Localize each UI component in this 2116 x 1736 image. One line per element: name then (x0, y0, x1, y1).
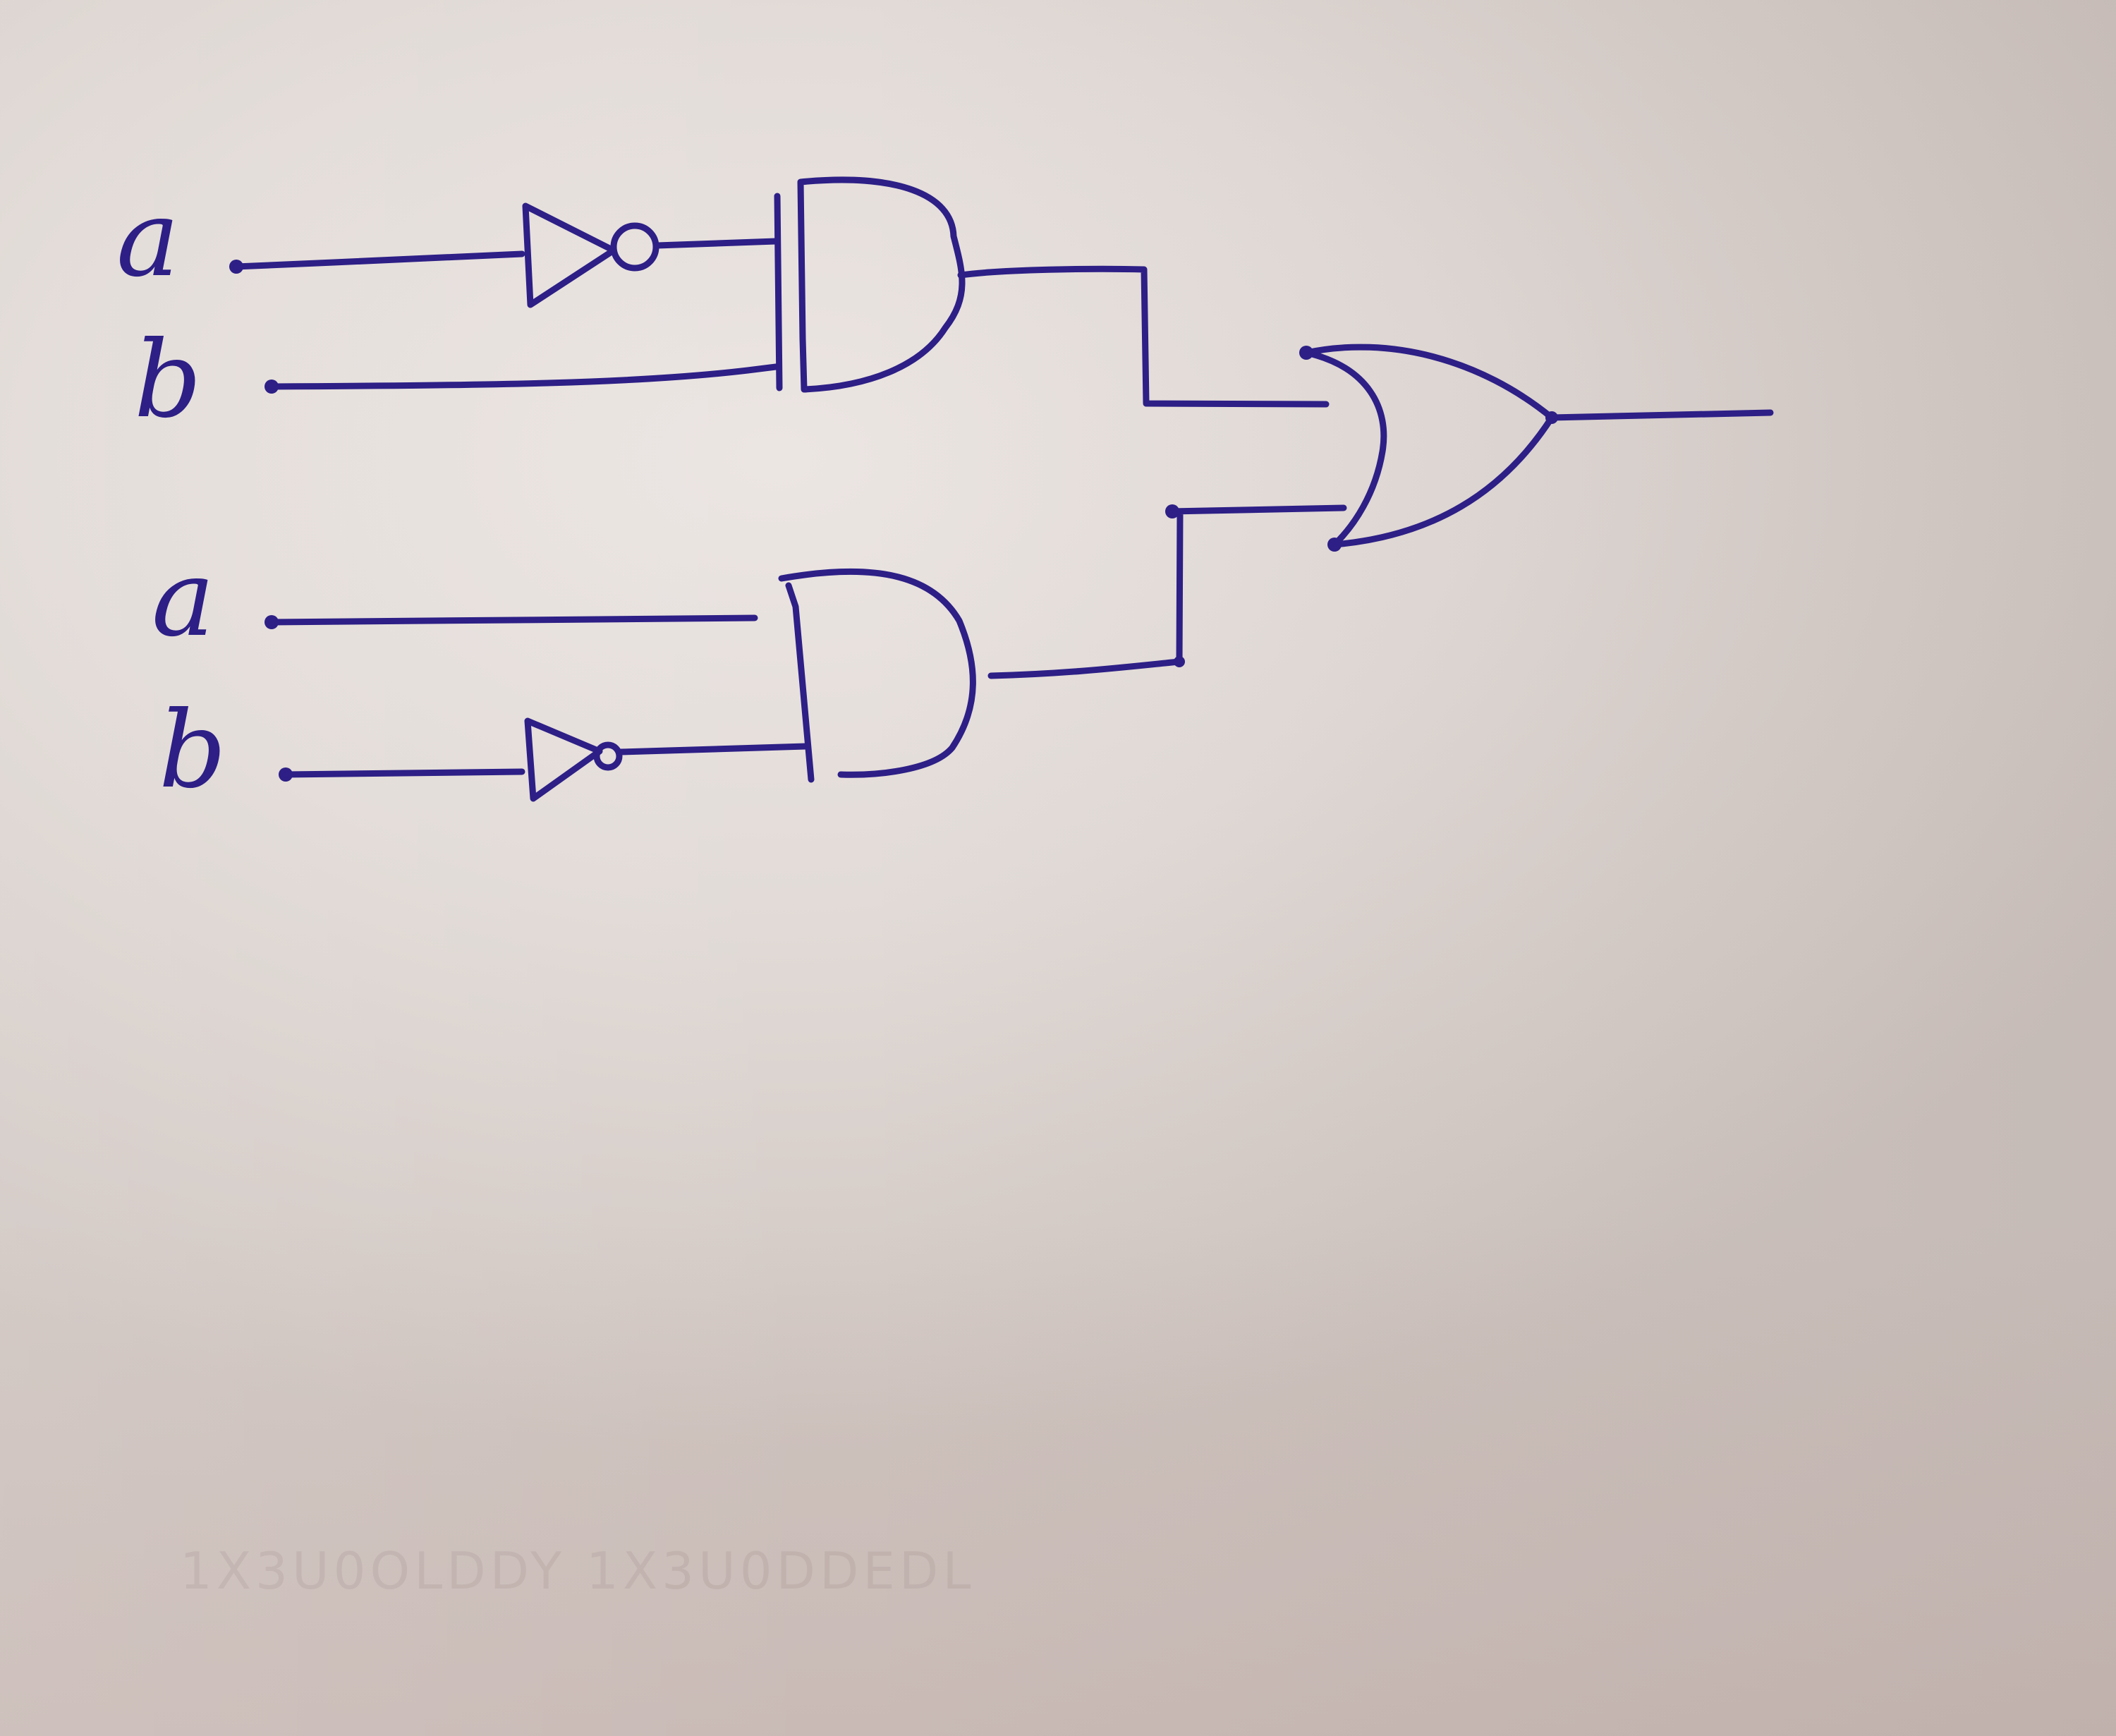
or-gate-bottom-curve (1331, 414, 1555, 548)
not-gate-bottom-triangle (524, 717, 603, 802)
wire-not-bottom-to-and-bottom (617, 743, 809, 755)
and-gate-top (774, 176, 966, 393)
or-gate-top-corner (1299, 346, 1313, 360)
input-label-b-top: b (134, 319, 202, 442)
and-gate-bottom-body (778, 568, 976, 778)
or-gate (1299, 344, 1555, 552)
input-label-b-bottom: b (159, 689, 226, 812)
input-label-a-top: a (116, 178, 179, 301)
or-gate-back-curve (1303, 349, 1387, 548)
not-gate-bottom-bubble (593, 741, 623, 771)
not-gate-top-triangle (522, 202, 617, 308)
and-gate-top-body (797, 176, 966, 393)
and-gate-bottom (778, 568, 976, 783)
not-gate-top (522, 202, 659, 308)
faint-background-text: 1X3U0OLDDY 1X3U0DDEDL (180, 1541, 975, 1601)
wire-a-top-to-not (233, 250, 525, 270)
or-gate-top-curve (1303, 344, 1555, 421)
not-gate-top-bubble (610, 222, 659, 272)
wire-and-bottom-to-or (987, 504, 1347, 679)
wire-a-bottom-to-and-bottom (268, 614, 758, 626)
junction-dot-and-bottom-out (1174, 656, 1185, 667)
input-label-a-bottom: a (152, 538, 214, 660)
wire-not-top-to-and-top (654, 238, 779, 249)
wire-and-top-to-or (957, 265, 1330, 408)
wire-b-top-to-and-top (268, 363, 779, 390)
or-gate-bottom-corner (1327, 538, 1342, 552)
junction-dot-or-input-2 (1165, 504, 1179, 518)
output-wire (1548, 409, 1774, 421)
not-gate-bottom (524, 717, 623, 802)
and-gate-bottom-back (785, 582, 815, 783)
or-gate-output-point (1545, 411, 1558, 424)
wire-b-bottom-to-not (282, 768, 525, 778)
and-gate-top-back (774, 193, 783, 391)
